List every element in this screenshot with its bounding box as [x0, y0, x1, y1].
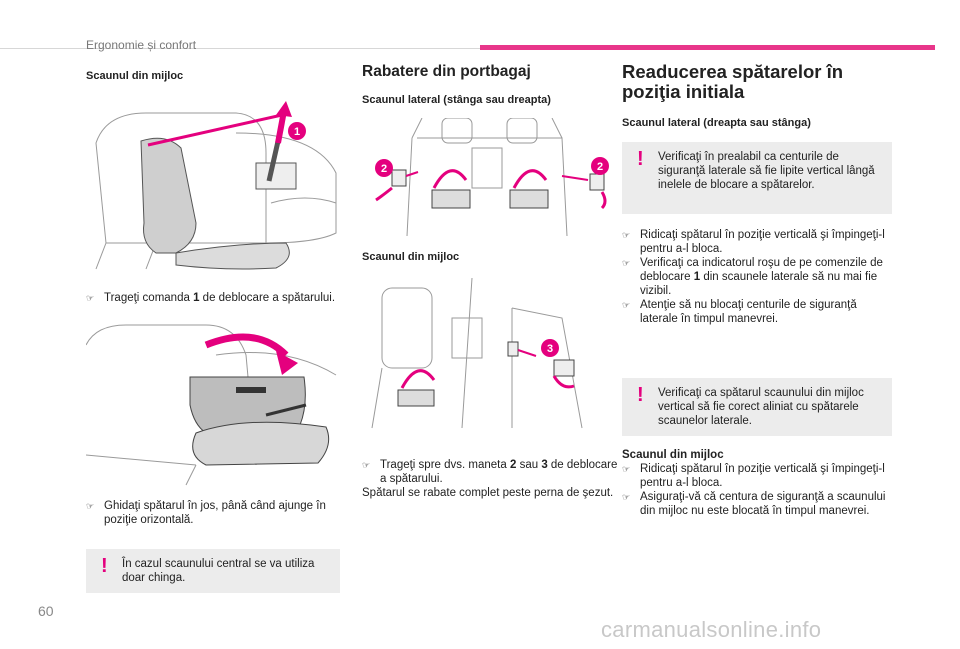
column-middle-seat: Scaunul din mijloc 1 ☞ Trageţi comanda 1…	[85, 62, 340, 593]
heading-fold-from-boot: Rabatere din portbagaj	[362, 63, 531, 80]
callout-1-label: 1	[294, 126, 300, 138]
step-belt-not-trapped: ☞ Asiguraţi-vă că centura de siguranţă a…	[622, 490, 892, 518]
step-text: Ridicaţi spătarul în poziţie verticală ş…	[640, 463, 885, 489]
warning-text: Verificaţi în prealabil ca centurile de …	[658, 151, 875, 191]
subheading-middle-seat: Scaunul din mijloc	[362, 251, 460, 263]
step-ref: 1	[693, 271, 701, 283]
warning-box-middle-seat: ! În cazul scaunului central se va utili…	[86, 549, 340, 593]
subheading-middle-seat: Scaunul din mijloc	[622, 449, 724, 461]
exclamation-icon: !	[101, 555, 108, 577]
step-text: Asiguraţi-vă că centura de siguranţă a s…	[640, 491, 886, 517]
exclamation-icon: !	[637, 384, 644, 406]
heading-line: Readucerea spătarelor în	[622, 61, 844, 82]
step-raise-lock: ☞ Ridicaţi spătarul în poziţie verticală…	[622, 228, 892, 256]
column-return-position: Readucerea spătarelor în poziţia initial…	[622, 62, 892, 518]
section-title: Ergonomie și confort	[86, 38, 197, 52]
step-text: Trageţi comanda	[104, 292, 194, 304]
header-divider	[0, 48, 480, 49]
step-text: de deblocare a spătarului.	[380, 459, 618, 485]
figure-release-control: 1	[86, 93, 340, 275]
page-number: 60	[38, 603, 54, 619]
figure-side-seat-levers: 2 2	[362, 117, 618, 240]
pointing-hand-icon: ☞	[86, 293, 95, 303]
step-guide-down: ☞ Ghidaţi spătarul în jos, până când aju…	[86, 499, 340, 527]
steps-side-seat: ☞ Ridicaţi spătarul în poziţie verticală…	[622, 228, 892, 326]
pointing-hand-icon: ☞	[622, 464, 631, 474]
seat-fold-illustration	[85, 324, 337, 486]
step-text: Ridicaţi spătarul în poziţie verticală ş…	[640, 229, 885, 255]
step-ref: 2	[509, 459, 517, 471]
step-ref: 3	[541, 459, 548, 471]
callout-3	[541, 339, 559, 357]
step-text: Atenţie să nu blocaţi centurile de sigur…	[640, 299, 857, 325]
callout-2-right-label: 2	[597, 161, 603, 173]
heading-line: poziţia initiala	[622, 81, 745, 102]
step-pull-lever: ☞ Trageţi spre dvs. maneta 2 sau 3 de de…	[362, 458, 618, 486]
step-text: din scaunele laterale să nu mai fie vizi…	[640, 271, 878, 297]
step-check-indicator: ☞ Verificaţi ca indicatorul roşu de pe c…	[622, 256, 892, 298]
step-ref: 1	[193, 292, 200, 304]
callout-2-left	[375, 159, 393, 177]
column-fold-from-boot: Rabatere din portbagaj Scaunul lateral (…	[362, 62, 618, 500]
warning-box-belts: ! Verificaţi în prealabil ca centurile d…	[622, 142, 892, 214]
step-text: sau	[516, 459, 542, 471]
pointing-hand-icon: ☞	[622, 300, 631, 310]
figure-middle-seat-lever: 3	[362, 277, 618, 442]
pointing-hand-icon: ☞	[622, 492, 631, 502]
callout-1	[288, 122, 306, 140]
note-fold-complete: Spătarul se rabate complet peste perna d…	[362, 487, 614, 499]
boot-middle-lever-illustration: 3	[371, 277, 583, 429]
callout-3-label: 3	[547, 343, 553, 355]
pointing-hand-icon: ☞	[622, 258, 631, 268]
heading-return-position: Readucerea spătarelor în poziţia initial…	[622, 62, 892, 102]
callout-2-right	[591, 157, 609, 175]
step-pull-release: ☞ Trageţi comanda 1 de deblocare a spăta…	[86, 291, 340, 305]
subheading-middle-seat: Scaunul din mijloc	[86, 70, 184, 82]
subheading-side-seat: Scaunul lateral (stânga sau dreapta)	[362, 94, 551, 106]
warning-text: Verificaţi ca spătarul scaunului din mij…	[658, 387, 864, 427]
boot-side-levers-illustration: 2 2	[375, 117, 609, 237]
step-text: de deblocare a spătarului.	[199, 292, 336, 304]
figure-fold-down	[85, 315, 340, 491]
subheading-side-seat: Scaunul lateral (dreapta sau stânga)	[622, 117, 811, 129]
step-text: Trageţi spre dvs. maneta	[380, 459, 510, 471]
pointing-hand-icon: ☞	[362, 460, 371, 470]
step-text: Verificaţi ca indicatorul roşu de pe com…	[640, 257, 883, 283]
exclamation-icon: !	[637, 148, 644, 170]
header-accent-bar	[480, 45, 935, 50]
callout-2-left-label: 2	[381, 163, 387, 175]
warning-box-alignment: ! Verificaţi ca spătarul scaunului din m…	[622, 378, 892, 436]
step-raise-lock-middle: ☞ Ridicaţi spătarul în poziţie verticală…	[622, 462, 892, 490]
warning-text: În cazul scaunului central se va utiliza…	[122, 558, 315, 584]
seat-release-illustration: 1	[95, 101, 337, 270]
pointing-hand-icon: ☞	[86, 501, 95, 511]
step-text: Ghidaţi spătarul în jos, până când ajung…	[104, 500, 326, 526]
watermark: carmanualsonline.info	[601, 617, 822, 642]
step-belt-caution: ☞ Atenţie să nu blocaţi centurile de sig…	[622, 298, 892, 326]
pointing-hand-icon: ☞	[622, 230, 631, 240]
